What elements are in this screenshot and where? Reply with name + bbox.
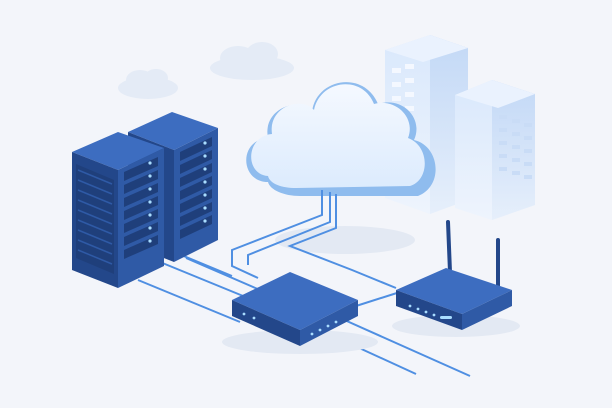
cloud-shadow [275, 226, 415, 254]
status-led [148, 161, 152, 243]
router-antenna [446, 220, 452, 274]
wifi-router [392, 220, 520, 337]
background-cloud-center [210, 42, 294, 80]
cloud-icon [246, 82, 436, 196]
status-led [203, 141, 207, 223]
building-windows-front [499, 115, 532, 179]
status-led [408, 304, 452, 319]
status-led [242, 312, 338, 336]
office-building-front [455, 80, 535, 220]
network-switch [222, 272, 378, 354]
server-rack [72, 132, 164, 288]
background-cloud-left [118, 69, 178, 99]
